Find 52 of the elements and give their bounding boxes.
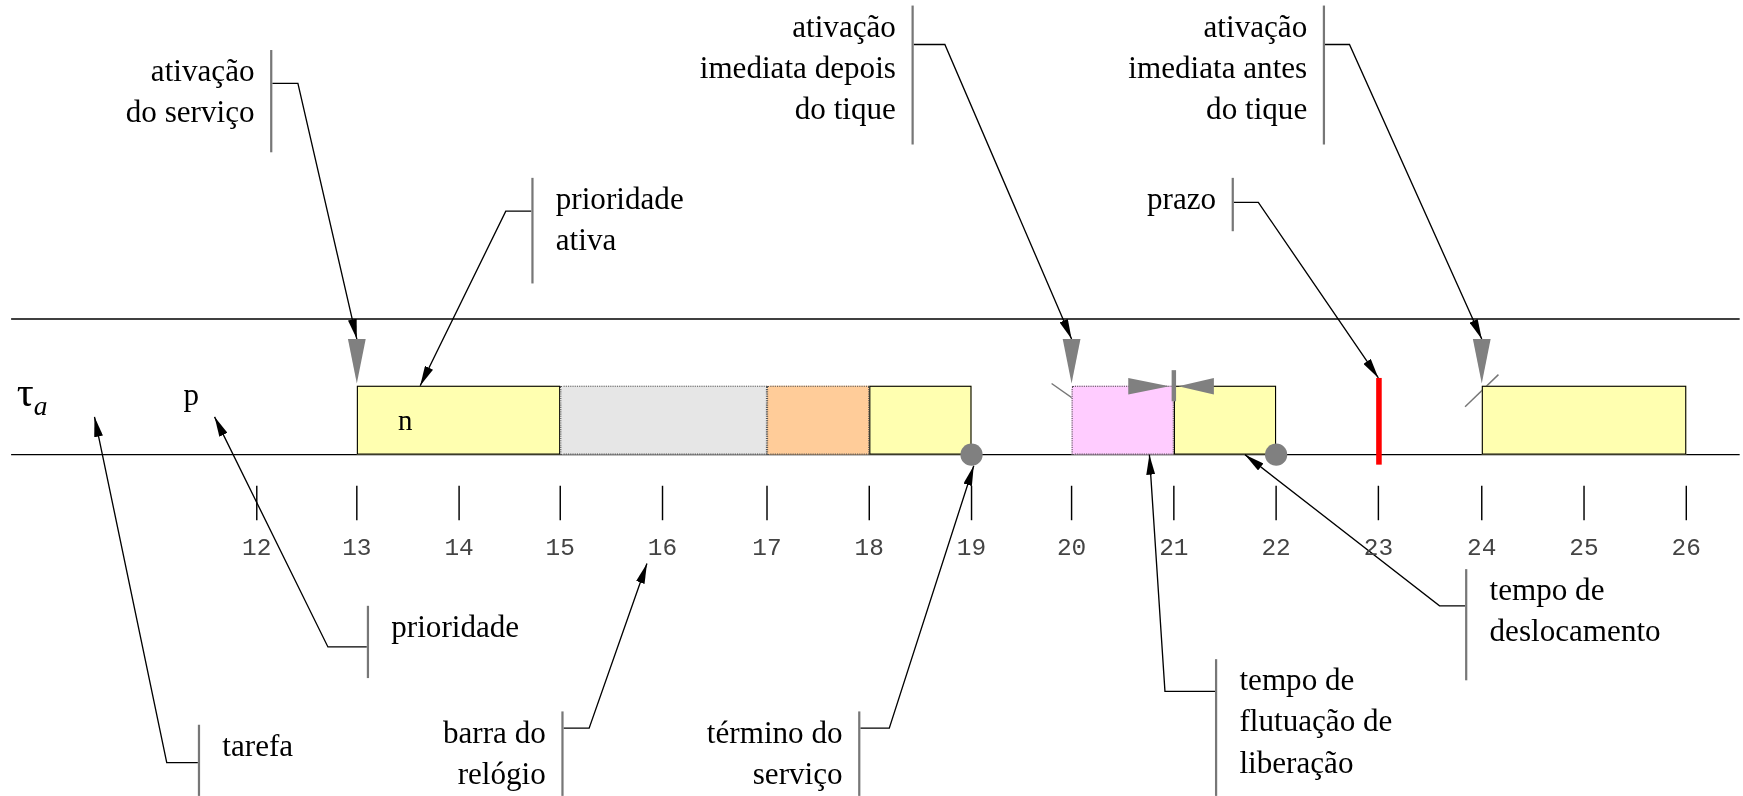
deadline-mark <box>1376 377 1382 465</box>
timeline-segment <box>767 385 870 455</box>
tick-label: 16 <box>646 534 679 564</box>
callout-label: prioridade <box>366 605 534 679</box>
tick-label: 18 <box>854 534 884 563</box>
leader-line <box>1233 201 1380 379</box>
callout-label: prazo <box>1122 177 1234 232</box>
leader-line <box>1146 453 1216 693</box>
callout-label: ativação do serviço <box>114 50 273 153</box>
timeline-segment <box>1071 385 1174 455</box>
tick-label: 25 <box>1569 534 1599 563</box>
activation-marker <box>1062 339 1081 384</box>
tick-label: 21 <box>1159 534 1189 563</box>
tick-label: 15 <box>545 534 575 563</box>
timeline-segment <box>869 385 972 455</box>
callout-label: prioridade ativa <box>531 177 710 284</box>
tick-label: 24 <box>1467 534 1497 563</box>
leader-line <box>419 210 532 387</box>
callout-label: ativação imediata depois do tique <box>679 5 914 145</box>
callout-label: barra do relógio <box>389 711 564 796</box>
leader-line <box>562 562 648 729</box>
tick-label: 17 <box>752 534 782 563</box>
symbol-label: p <box>183 372 217 417</box>
tick-label: 20 <box>1056 534 1087 563</box>
activation-marker <box>347 339 366 384</box>
tick-label: 14 <box>444 534 474 563</box>
timeline-segment <box>1481 385 1687 455</box>
callout-label: término do serviço <box>682 711 861 796</box>
tick-label: 26 <box>1671 534 1701 563</box>
tick-label: 13 <box>342 534 372 563</box>
symbol-label: τ$_{a}$ <box>16 366 84 417</box>
tick-label: 12 <box>242 534 272 563</box>
leader-line <box>213 416 368 648</box>
tick-label: 23 <box>1363 534 1394 563</box>
timeline-segment: n <box>356 385 561 455</box>
leader-line <box>271 82 358 340</box>
activation-marker <box>1472 339 1491 384</box>
leader-line <box>913 43 1073 340</box>
leader-line <box>859 465 975 729</box>
leader-line <box>93 416 199 764</box>
tick-label: 22 <box>1261 534 1291 563</box>
tick-label: 19 <box>956 534 987 563</box>
callout-label: tempo de flutuação de liberação <box>1215 659 1466 796</box>
leader-line <box>1324 43 1483 340</box>
callout-label: ativação imediata antes do tique <box>1107 5 1326 145</box>
timeline-segment <box>1173 385 1277 455</box>
completion-dot <box>960 443 983 466</box>
callout-label: tempo de deslocamento <box>1465 569 1716 681</box>
completion-dot <box>1265 443 1288 466</box>
callout-label: tarefa <box>197 724 309 796</box>
timeline-segment <box>560 385 767 455</box>
leader-line <box>1244 453 1466 607</box>
